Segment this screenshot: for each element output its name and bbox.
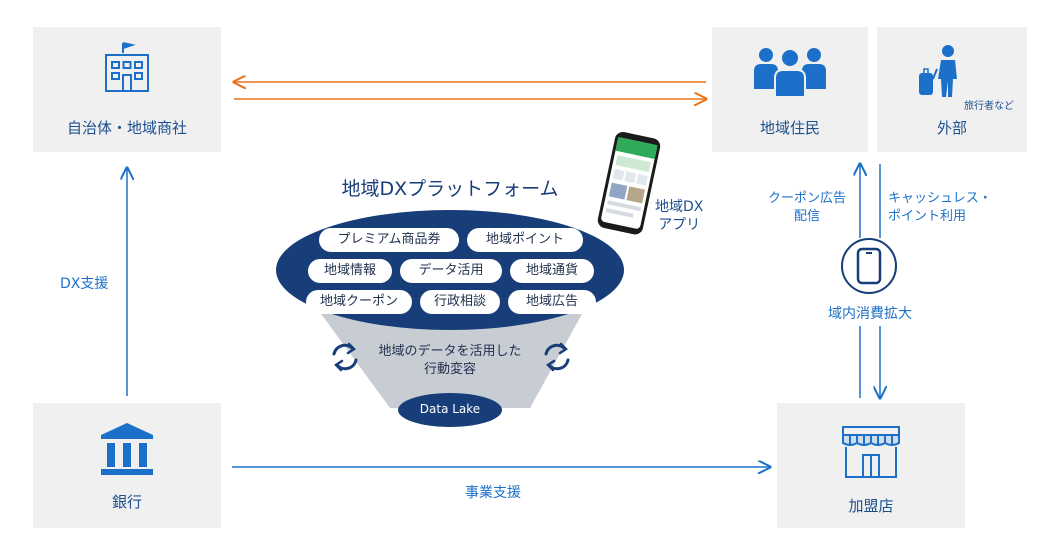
service-local-ads: 地域広告 bbox=[508, 290, 596, 314]
app-label: 地域DX アプリ bbox=[655, 199, 704, 233]
shop-icon bbox=[842, 426, 900, 478]
business-support-label: 事業支援 bbox=[465, 485, 521, 501]
service-premium-voucher: プレミアム商品券 bbox=[319, 228, 459, 252]
service-admin-consult: 行政相談 bbox=[420, 290, 500, 314]
building-icon bbox=[105, 42, 149, 92]
data-lake-label: Data Lake bbox=[419, 402, 481, 416]
municipality-label: 自治体・地域商社 bbox=[66, 119, 187, 137]
merchant-node: 加盟店 bbox=[777, 403, 965, 528]
behavior-change-text: 地域のデータを活用した 行動変容 bbox=[378, 344, 522, 377]
smartphone-badge bbox=[841, 238, 897, 294]
external-node: 旅行者など 外部 bbox=[877, 27, 1027, 152]
data-lake-ellipse bbox=[398, 393, 502, 427]
refresh-icon bbox=[332, 342, 358, 372]
external-label: 外部 bbox=[936, 119, 967, 137]
external-note: 旅行者など bbox=[964, 101, 1014, 112]
service-local-points: 地域ポイント bbox=[467, 228, 583, 252]
bank-node: 銀行 bbox=[33, 403, 221, 528]
municipality-node: 自治体・地域商社 bbox=[33, 27, 221, 152]
bank-label: 銀行 bbox=[111, 493, 142, 511]
cashless-label: キャッシュレス・ ポイント利用 bbox=[888, 191, 992, 224]
platform-title: 地域DXプラットフォーム bbox=[341, 178, 559, 200]
refresh-icon bbox=[544, 342, 570, 372]
consumption-label: 域内消費拡大 bbox=[810, 303, 930, 323]
people-icon bbox=[754, 48, 826, 97]
service-local-currency: 地域通貨 bbox=[510, 259, 594, 283]
traveler-icon bbox=[919, 45, 957, 97]
smartphone-icon bbox=[856, 247, 882, 285]
service-local-info: 地域情報 bbox=[308, 259, 392, 283]
app-phone-image bbox=[597, 131, 661, 235]
merchant-label: 加盟店 bbox=[848, 497, 894, 515]
service-data-use: データ活用 bbox=[400, 259, 502, 283]
residents-node: 地域住民 bbox=[712, 27, 868, 152]
bank-icon bbox=[101, 423, 153, 475]
coupon-label: クーポン広告 配信 bbox=[767, 191, 846, 224]
dx-support-label: DX支援 bbox=[60, 276, 109, 292]
service-local-coupon: 地域クーポン bbox=[306, 290, 412, 314]
residents-label: 地域住民 bbox=[759, 119, 820, 137]
